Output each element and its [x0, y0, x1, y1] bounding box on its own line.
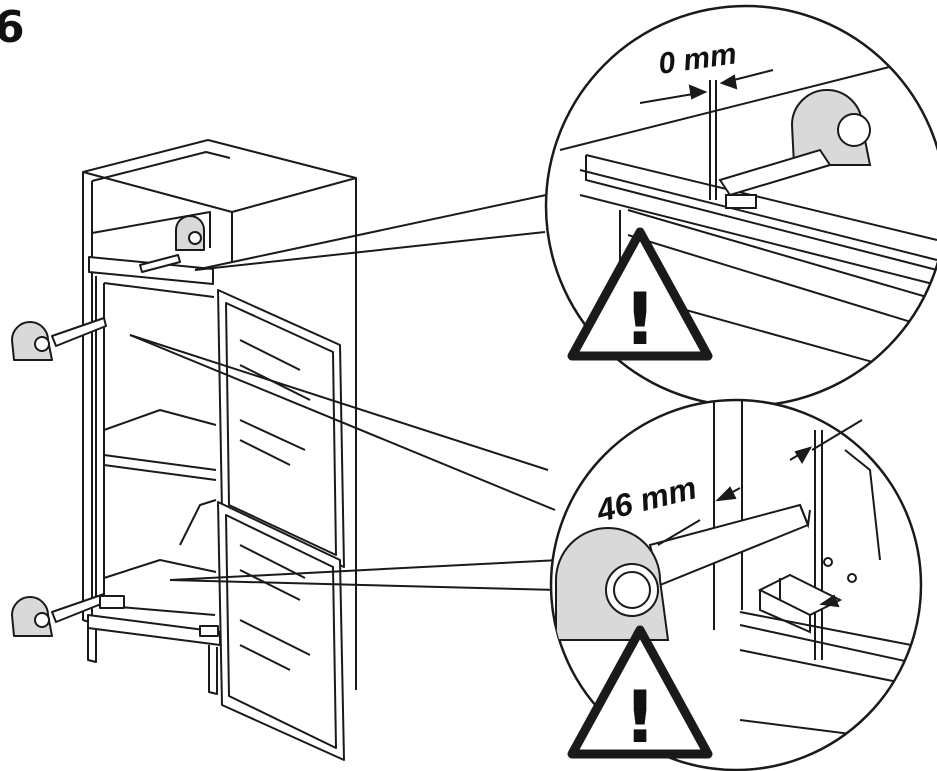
- detail-circle-top: 0 mm !: [544, 4, 937, 408]
- warning-icon: !: [567, 625, 713, 759]
- warning-exclamation-bottom: !: [624, 675, 657, 759]
- step-number: 6: [0, 2, 25, 53]
- callout-leader-lines: [129, 194, 561, 591]
- cabinet-drawing: [11, 139, 357, 761]
- warning-exclamation-top: !: [624, 277, 657, 361]
- warning-icon: !: [567, 227, 713, 361]
- detail-circle-bottom: 46 mm !: [549, 398, 923, 771]
